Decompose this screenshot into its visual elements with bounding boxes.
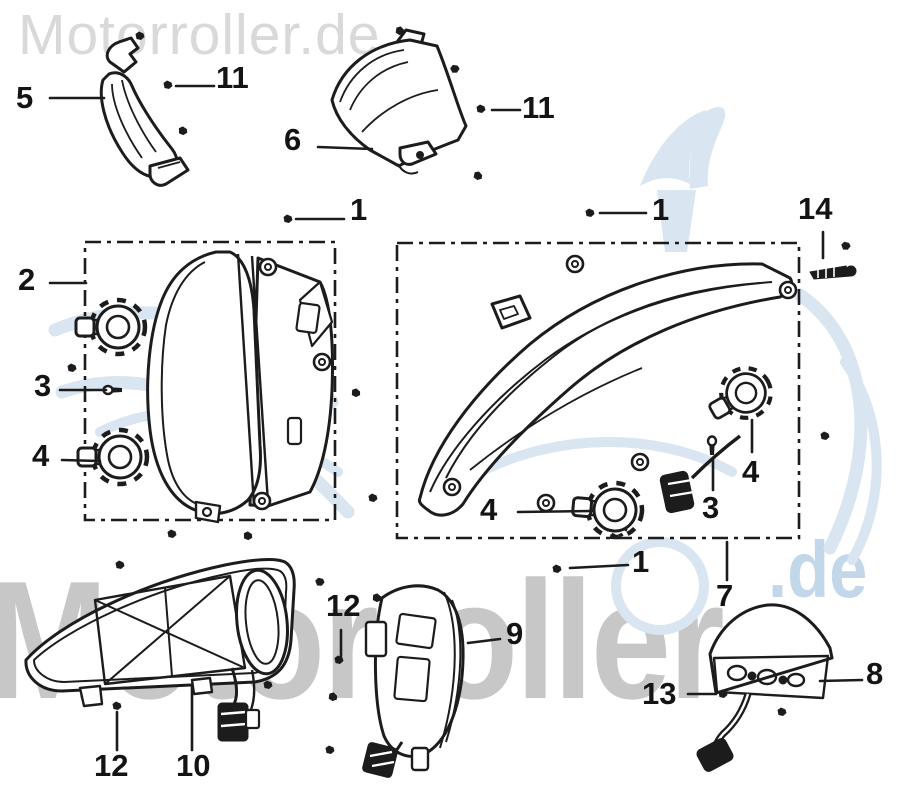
part-5-cover-strip [99,36,190,187]
part-4-bulb-socket-bottom-right [571,479,644,539]
part-6-cover-strip [330,28,468,175]
callout-11-b: 11 [522,90,555,125]
right-headlight-box [395,241,801,540]
callout-14: 14 [798,191,833,226]
callout-10: 10 [176,748,211,783]
callout-13: 13 [642,676,677,711]
watermark-domain-text: .de [768,525,868,614]
part-7-headlight-unit [417,254,798,538]
callout-8: 8 [866,656,884,691]
part-4-bulb-socket-right [700,359,780,434]
callout-12-b: 12 [94,748,129,783]
part-10-housing-bracket [24,558,296,742]
part-9-lamp-unit [362,584,465,778]
part-2-headlight-assembly [146,250,334,524]
callout-4-c: 4 [742,454,760,489]
callout-3-a: 3 [34,368,52,403]
callout-9: 9 [506,616,524,651]
part-8-position-lamp [696,603,834,772]
callout-7: 7 [716,578,734,613]
callout-3-b: 3 [702,490,720,525]
callout-5: 5 [16,80,34,115]
callout-1-b: 1 [652,192,670,227]
part-4-bulb-socket-lower-left [78,430,147,484]
callout-6: 6 [284,122,302,157]
callout-12-a: 12 [326,588,361,623]
part-14-bolt [809,265,857,280]
callout-2: 2 [18,262,36,297]
part-3-screw-right [706,435,718,457]
part-4-bulb-socket-upper-left [76,300,145,354]
callout-4-b: 4 [480,492,498,527]
callout-1-a: 1 [350,192,368,227]
callout-1-c: 1 [632,544,650,579]
watermark-top-text: Motorroller.de [18,3,381,67]
callout-leader-lines [48,84,864,752]
callout-11-a: 11 [216,60,249,95]
callout-4-a: 4 [32,438,50,473]
